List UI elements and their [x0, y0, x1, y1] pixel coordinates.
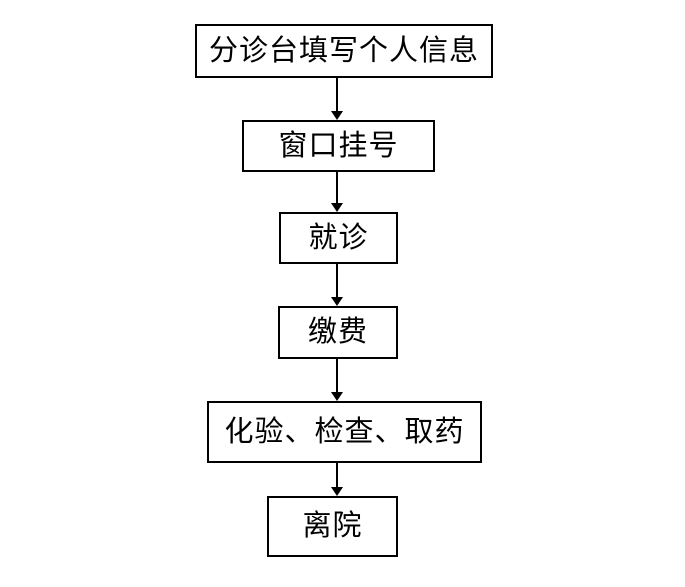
arrow-down-icon: [331, 487, 343, 496]
arrow-shaft: [336, 78, 338, 112]
flow-node-consultation: 就诊: [279, 212, 398, 264]
arrow-down-icon: [331, 203, 343, 212]
flow-node-tests-checkup-medicine: 化验、检查、取药: [207, 401, 482, 463]
arrow-down-icon: [331, 297, 343, 306]
arrow-down-icon: [331, 111, 343, 120]
arrow-down-icon: [331, 392, 343, 401]
flow-node-window-registration: 窗口挂号: [242, 120, 435, 172]
flow-arrow-1: [331, 78, 343, 120]
flow-node-discharge: 离院: [267, 496, 398, 557]
arrow-shaft: [336, 264, 338, 298]
flow-node-triage-info: 分诊台填写个人信息: [195, 24, 493, 78]
flow-arrow-2: [331, 172, 343, 212]
flow-arrow-4: [331, 359, 343, 401]
flow-node-payment: 缴费: [278, 306, 398, 359]
flow-arrow-3: [331, 264, 343, 306]
arrow-shaft: [336, 172, 338, 204]
flow-arrow-5: [331, 463, 343, 496]
arrow-shaft: [336, 463, 338, 488]
arrow-shaft: [336, 359, 338, 393]
